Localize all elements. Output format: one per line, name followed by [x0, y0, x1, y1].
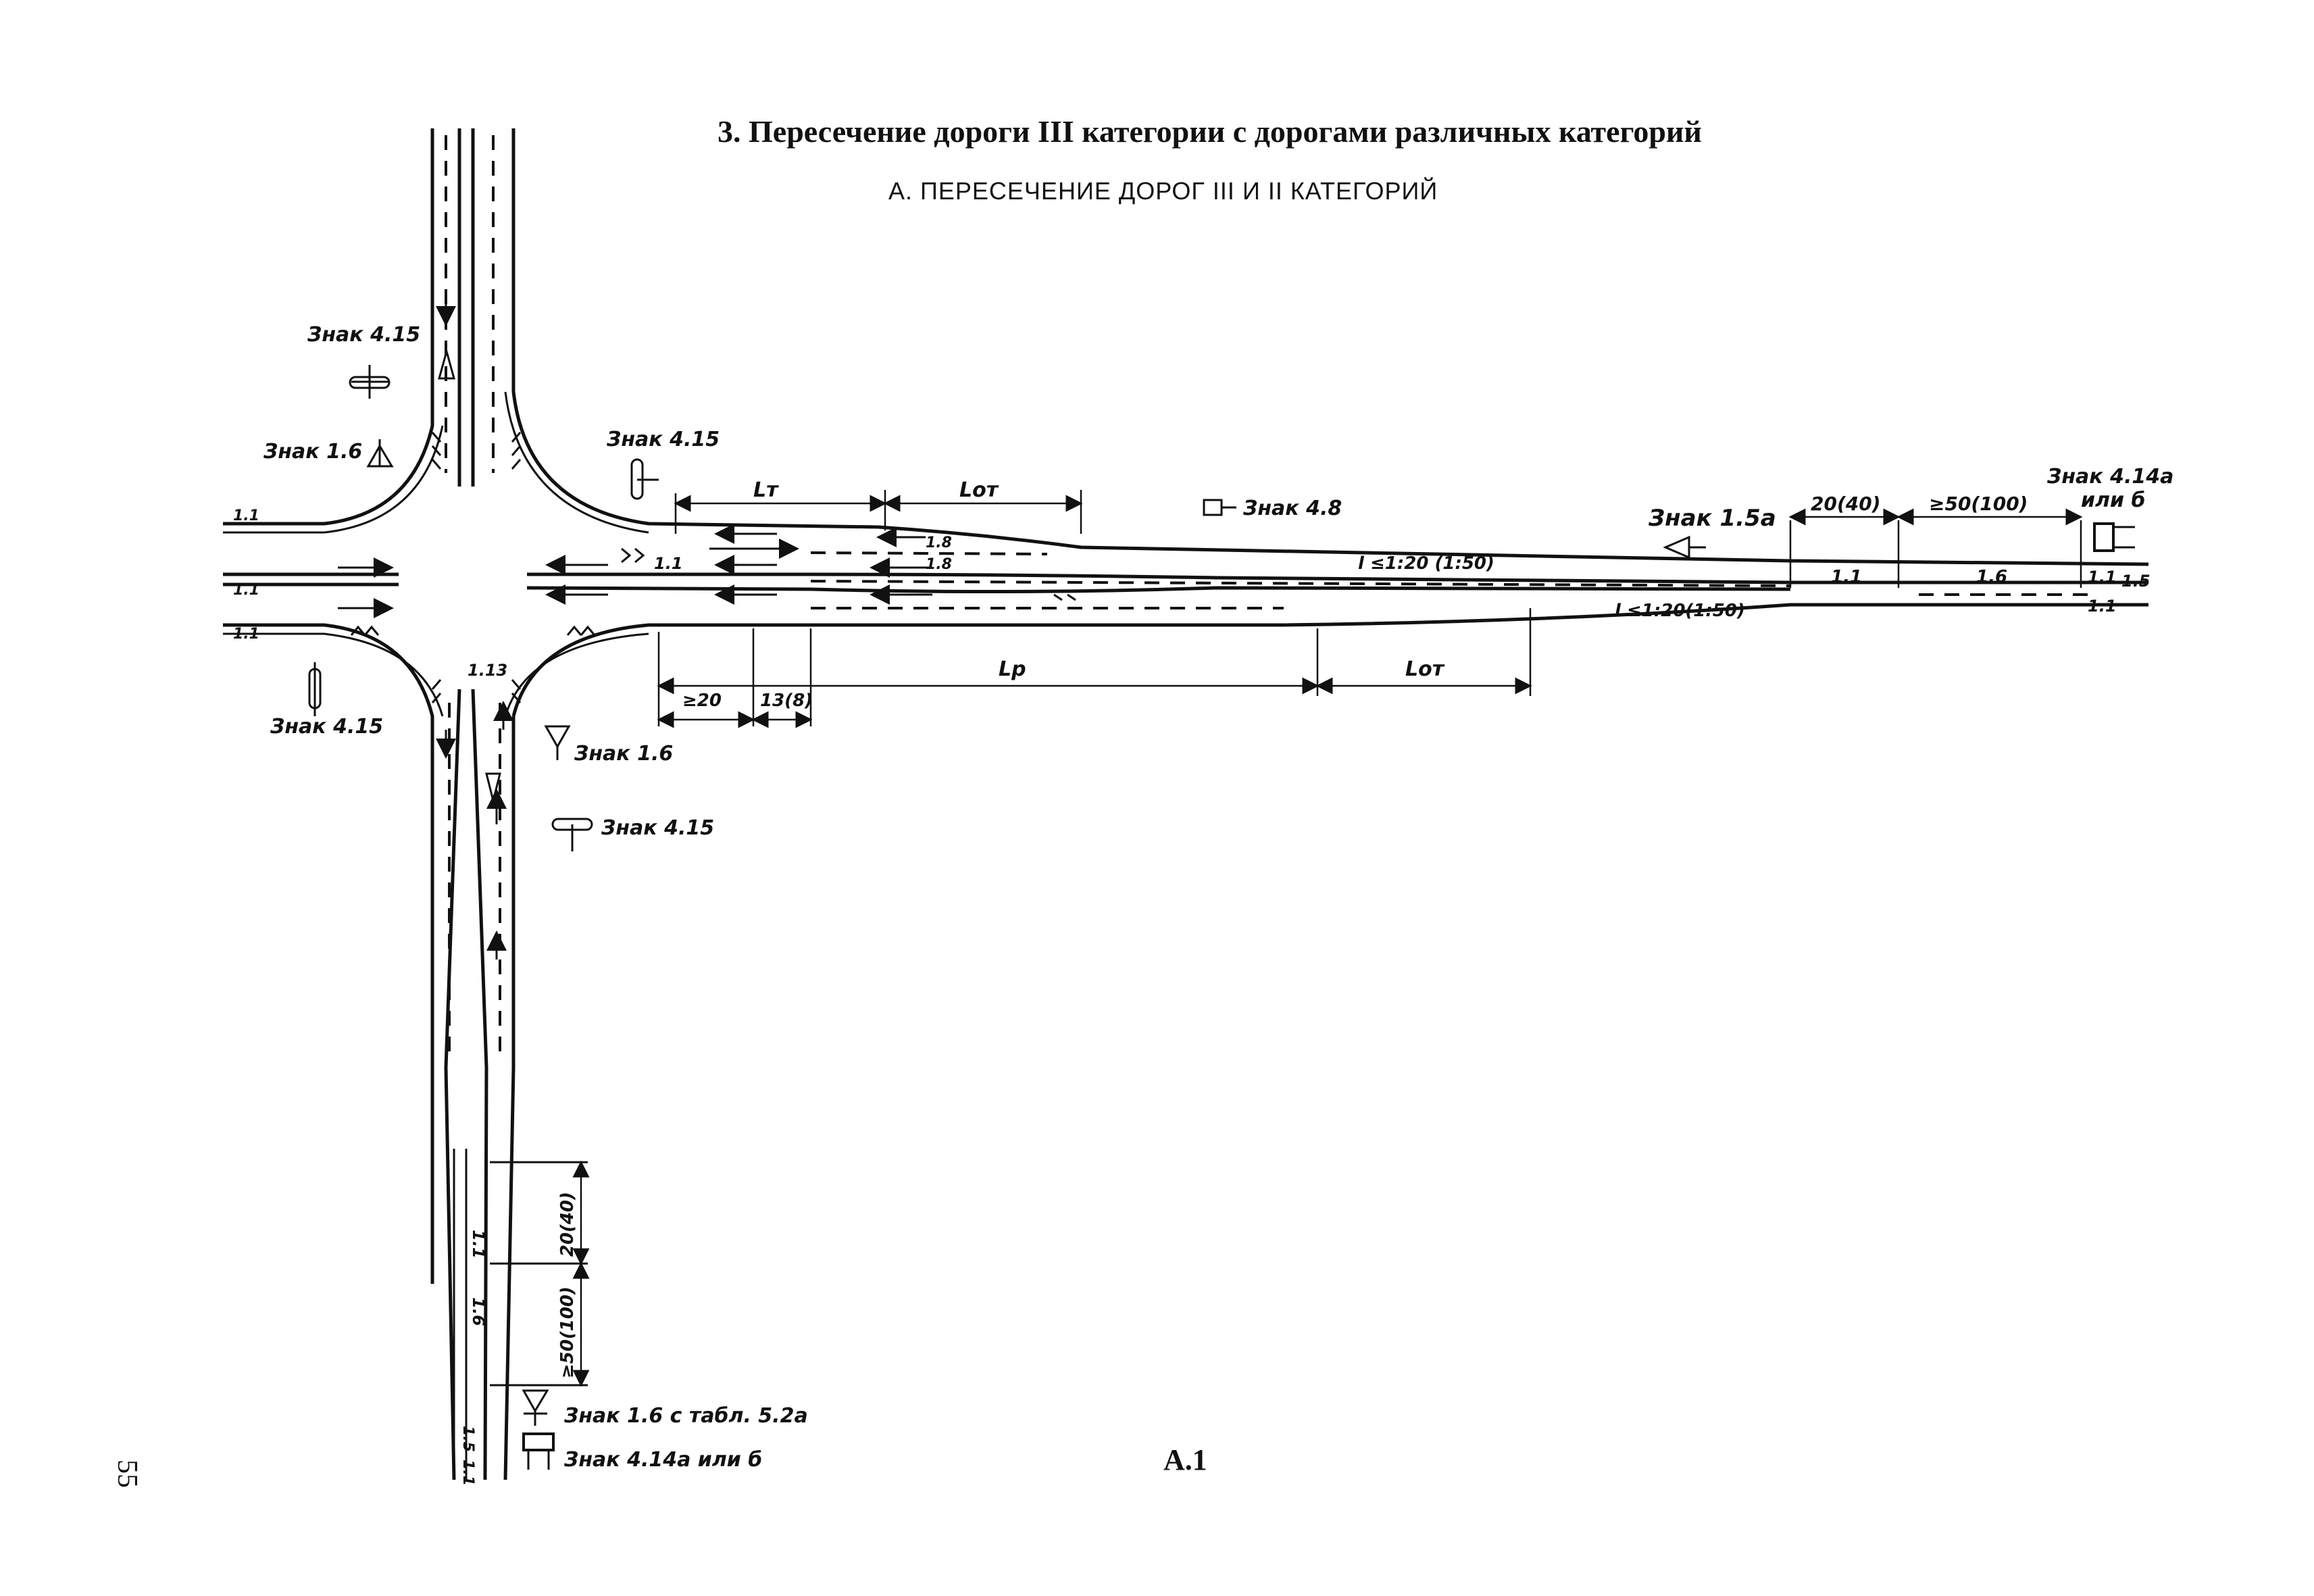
main-road — [223, 128, 2149, 1284]
sign-label-4-14a-bottom: Знак 4.14а или б — [563, 1448, 762, 1472]
sign-label-4-14a-line2: или б — [2081, 489, 2145, 512]
dim-label-slope-bottom: l ≤1:20(1:50) — [1615, 601, 1745, 621]
marking-1-1-e: 1.1 — [1831, 567, 1862, 587]
sign-label-1-6-tabl: Знак 1.6 с табл. 5.2а — [563, 1404, 808, 1428]
dim-label-v-50-100: ≥50(100) — [557, 1287, 578, 1378]
figure-label: А.1 — [1163, 1443, 1207, 1476]
dimension-lines — [572, 490, 2083, 1387]
dim-label-50-100: ≥50(100) — [1929, 493, 2028, 515]
marking-1-5-vertical: 1.5 — [459, 1426, 476, 1452]
dim-label-20-40: 20(40) — [1811, 493, 1881, 515]
marking-1-1-f: 1.1 — [2088, 568, 2117, 587]
marking-1-5-right: 1.5 — [2121, 572, 2150, 591]
sign-1-6-bottom-icon — [544, 725, 571, 760]
dim-label-lp: Lр — [999, 657, 1026, 681]
sign-4-14a-icon — [2093, 522, 2135, 552]
sign-label-4-15-left-bottom: Знак 4.15 — [270, 715, 383, 739]
sign-4-14a-bottom-icon — [522, 1432, 555, 1470]
sign-1-6-top-icon — [366, 439, 394, 468]
page-subtitle: А. ПЕРЕСЕЧЕНИЕ ДОРОГ III И II КАТЕГОРИЙ — [888, 177, 1438, 205]
dim-label-13-8: 13(8) — [760, 691, 813, 711]
marking-1-1-vertical-2: 1.1 — [459, 1460, 476, 1486]
marking-1-6-right: 1.6 — [1976, 567, 2007, 587]
sign-4-15-right-icon — [630, 458, 659, 500]
sign-symbols — [308, 365, 2135, 1470]
sign-label-4-15-top: Знак 4.15 — [307, 323, 420, 347]
sign-label-4-8: Знак 4.8 — [1242, 497, 1342, 520]
sign-label-4-15-right: Знак 4.15 — [606, 428, 720, 451]
sign-4-15-top-icon — [349, 365, 391, 399]
marking-1-1-g: 1.1 — [2088, 597, 2117, 616]
dim-label-lt: Lт — [753, 478, 779, 502]
marking-1-6-vertical: 1.6 — [469, 1297, 488, 1326]
sign-4-15-bottom-icon — [551, 818, 593, 851]
marking-1-8-a: 1.8 — [926, 534, 952, 551]
dim-label-lot-bottom: Lот — [1405, 657, 1445, 681]
sign-label-1-6-top: Знак 1.6 — [263, 440, 362, 464]
crossing-road — [431, 128, 588, 1480]
marking-1-1-c: 1.1 — [233, 626, 259, 643]
sign-1-6-tabl-icon — [522, 1389, 549, 1426]
dim-label-20: ≥20 — [682, 691, 722, 711]
sign-1-5a-icon — [1663, 535, 1706, 559]
marking-1-1-b: 1.1 — [233, 582, 259, 599]
dim-label-v-20-40: 20(40) — [557, 1192, 578, 1257]
sign-4-15-left-bottom-icon — [308, 662, 322, 716]
sign-label-4-14a-line1: Знак 4.14а — [2046, 465, 2173, 489]
sign-label-4-15-bottom: Знак 4.15 — [601, 816, 714, 840]
marking-1-1-a: 1.1 — [233, 507, 259, 524]
dim-label-slope-top: l ≤1:20 (1:50) — [1358, 553, 1494, 574]
page-title: 3. Пересечение дороги III категории с до… — [718, 114, 1702, 149]
sign-label-1-5a: Знак 1.5а — [1648, 505, 1776, 532]
marking-1-8-b: 1.8 — [926, 556, 952, 573]
sign-4-8-icon — [1203, 499, 1236, 516]
marking-1-13: 1.13 — [468, 661, 507, 680]
marking-1-1-d: 1.1 — [654, 554, 683, 573]
marking-1-1-vertical: 1.1 — [469, 1230, 488, 1259]
sign-label-1-6-bottom: Знак 1.6 — [574, 742, 673, 766]
dim-label-lot-top: Lот — [959, 478, 999, 502]
